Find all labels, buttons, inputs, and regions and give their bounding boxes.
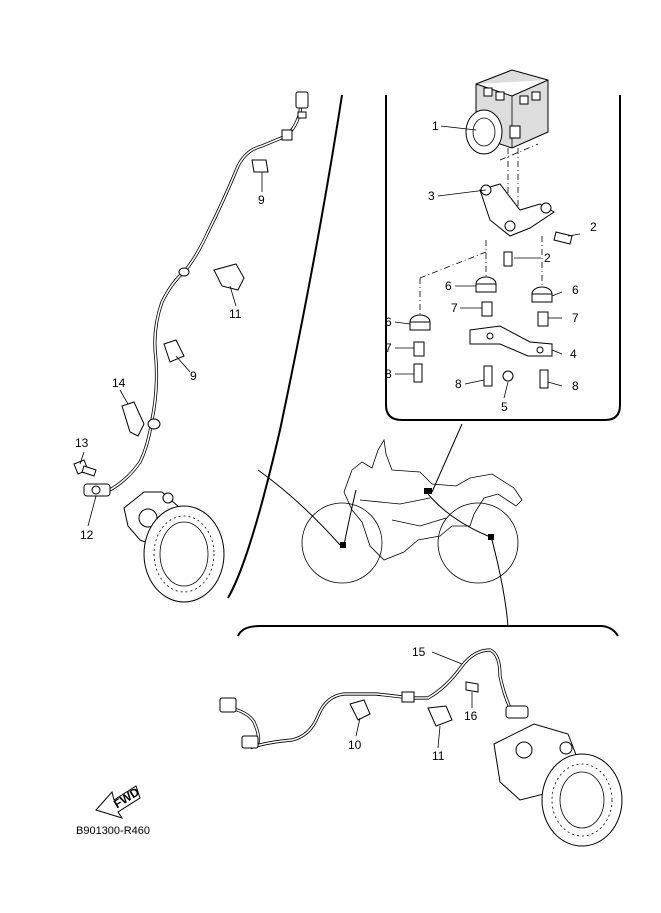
- motorcycle-overview: [301, 438, 523, 584]
- callout-9-upper: 9: [258, 193, 265, 207]
- diagram-code: B901300-R460: [76, 825, 150, 837]
- callout-2-upper: 2: [590, 220, 597, 234]
- callout-13: 13: [75, 436, 89, 450]
- callout-leaders: [79, 125, 581, 749]
- callout-8-right: 8: [572, 379, 579, 393]
- callout-9-lower: 9: [190, 369, 197, 383]
- callout-7-left: 7: [385, 341, 392, 355]
- callout-8-left: 8: [385, 367, 392, 381]
- callout-6-left: 6: [385, 315, 392, 329]
- rear-section-frame: [237, 625, 619, 637]
- fwd-label: FWD: [111, 785, 142, 812]
- callout-labels: 1 2 2 3 4 5 6 6 6 7 7 7 8 8 8 9 9 10 11 …: [75, 119, 597, 763]
- front-section-frame: [227, 94, 343, 599]
- callout-11-rear: 11: [432, 749, 445, 763]
- abs-hydraulic-unit-assembly: [409, 69, 573, 389]
- callout-1: 1: [432, 119, 439, 133]
- fwd-arrow-icon: FWD: [95, 785, 142, 819]
- front-wheel-sensor-harness: [73, 91, 309, 603]
- callout-3: 3: [428, 189, 435, 203]
- callout-16: 16: [464, 709, 478, 723]
- callout-15: 15: [412, 645, 426, 659]
- callout-14: 14: [112, 376, 126, 390]
- callout-6-right: 6: [572, 283, 579, 297]
- overview-leader-lines: [257, 423, 509, 627]
- callout-8-center: 8: [455, 377, 462, 391]
- callout-2-lower: 2: [544, 251, 551, 265]
- callout-4: 4: [570, 347, 577, 361]
- callout-5: 5: [501, 400, 508, 414]
- callout-7-center: 7: [451, 301, 458, 315]
- callout-12: 12: [80, 528, 94, 542]
- callout-6-center: 6: [445, 279, 452, 293]
- rear-wheel-sensor-harness: [219, 648, 623, 847]
- callout-7-right: 7: [572, 311, 579, 325]
- callout-11-front: 11: [229, 307, 242, 321]
- callout-10: 10: [348, 738, 362, 752]
- abs-unit-section-frame: [385, 95, 621, 421]
